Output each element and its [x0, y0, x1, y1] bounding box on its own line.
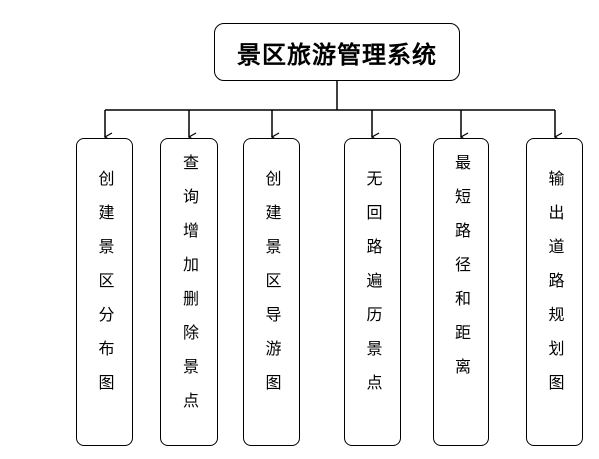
child-node-output-road-plan: 输出道路规划图	[526, 138, 583, 446]
child-node-label: 创建景区分布图	[95, 170, 115, 408]
root-node-label: 景区旅游管理系统	[237, 39, 437, 69]
child-node-create-guide-map: 创建景区导游图	[243, 138, 300, 446]
child-node-label: 最短路径和距离	[452, 154, 471, 392]
child-node-label: 输出道路规划图	[545, 170, 565, 408]
root-node: 景区旅游管理系统	[214, 23, 460, 81]
child-node-query-add-delete-spots: 查询增加删除景点	[160, 138, 218, 446]
child-node-shortest-path: 最短路径和距离	[433, 138, 489, 446]
child-node-create-distribution-map: 创建景区分布图	[76, 138, 133, 446]
child-node-label: 查询增加删除景点	[180, 154, 199, 426]
child-node-label: 创建景区导游图	[262, 170, 282, 408]
child-node-label: 无回路遍历景点	[363, 170, 383, 408]
child-node-acyclic-traversal: 无回路遍历景点	[344, 138, 401, 446]
